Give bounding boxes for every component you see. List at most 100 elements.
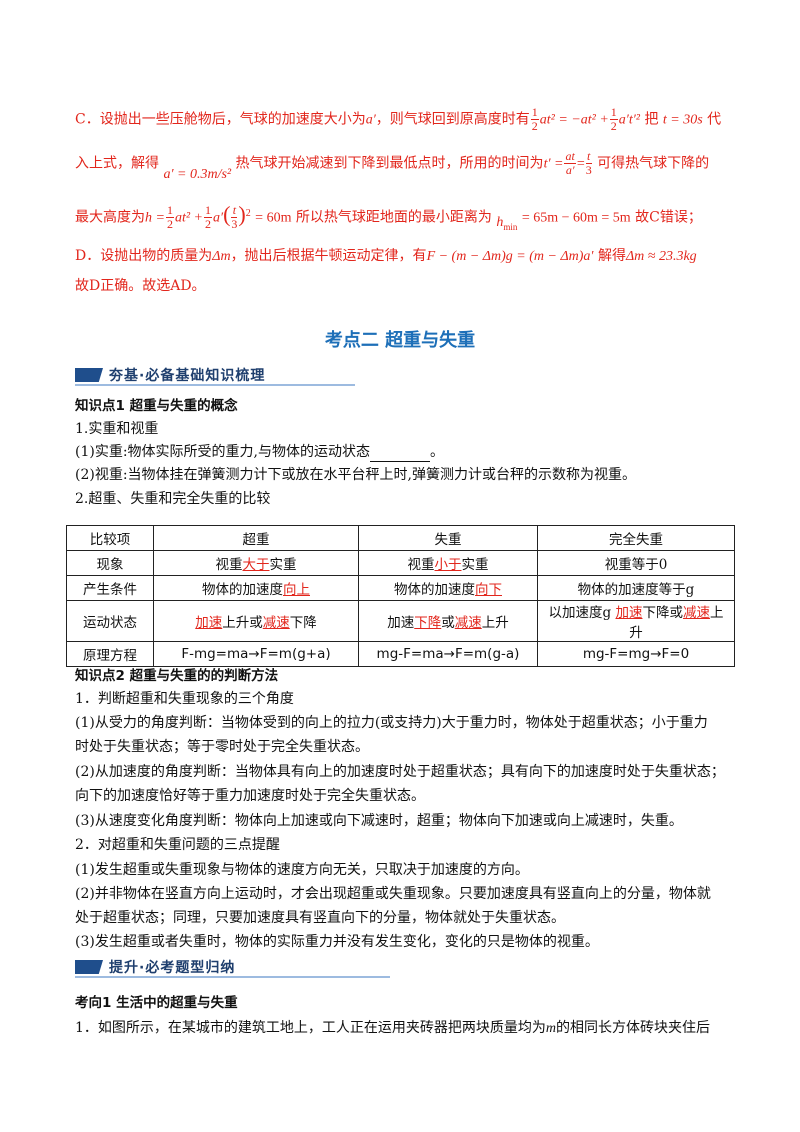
banner-label: 提升·必考题型归纳: [109, 960, 236, 976]
table-cell: 物体的加速度向下: [358, 575, 538, 601]
math-expr: = 60m: [255, 210, 292, 226]
math-var: Δm: [212, 249, 231, 264]
table-header: 比较项: [66, 525, 154, 551]
row-label: 原理方程: [66, 641, 154, 667]
text: 热气球开始减速到下降到最低点时，所用的时间为: [231, 155, 544, 172]
math-expr: a′t′²: [618, 112, 641, 128]
table-header-row: 比较项 超重 失重 完全失重: [66, 525, 735, 551]
knowledge-point-1-title: 知识点1 超重与失重的概念: [75, 398, 238, 414]
math-expr: F − (m − Δm)g = (m − Δm)a′: [426, 249, 594, 264]
kp2-line: 2．对超重和失重问题的三点提醒: [75, 837, 280, 853]
math-var: a′: [213, 210, 224, 226]
kp2-line: 处于超重状态；同理，只要加速度具有竖直向下的分量，物体就处于失重状态。: [75, 910, 565, 926]
banner-bar-icon: [75, 368, 103, 382]
section-banner-practice: 提升·必考题型归纳: [75, 956, 390, 978]
text: 可得热气球下降的: [592, 155, 710, 172]
text: 代: [702, 111, 722, 128]
table-cell: 视重大于实重: [153, 550, 359, 576]
kp2-line: (2)从加速度的角度判断：当物体具有向上的加速度时处于超重状态；具有向下的加速度…: [75, 764, 725, 780]
table-cell: 加速下降或减速上升: [358, 600, 538, 642]
kp2-line: (2)并非物体在竖直方向上运动时，才会出现超重或失重现象。只要加速度具有竖直向上…: [75, 886, 711, 902]
row-label: 现象: [66, 550, 154, 576]
table-cell: mg-F=ma→F=m(g-a): [358, 641, 538, 667]
table-cell: 物体的加速度等于g: [537, 575, 735, 601]
table-cell: 视重等于0: [537, 550, 735, 576]
row-label: 产生条件: [66, 575, 154, 601]
kp1-line: 1.实重和视重: [75, 421, 159, 437]
text: 把: [640, 111, 659, 128]
math-expr: a′ = 0.3m/s²: [163, 166, 232, 182]
kp2-line: (1)从受力的角度判断：当物体受到的向上的拉力(或支持力)大于重力时，物体处于超…: [75, 715, 708, 731]
kp2-line: (3)从速度变化角度判断：物体向上加速或向下减速时，超重；物体向下加速或向上减速…: [75, 813, 683, 829]
table-header: 失重: [358, 525, 538, 551]
math-var: a′: [365, 112, 376, 128]
math-expr: h =: [145, 210, 165, 226]
kp2-line: 1．判断超重和失重现象的三个角度: [75, 691, 294, 707]
comparison-table: 比较项 超重 失重 完全失重 现象 视重大于实重 视重小于实重 视重等于0 产生…: [66, 525, 735, 667]
kp1-line: 2.超重、失重和完全失重的比较: [75, 491, 271, 507]
subscript: min: [503, 221, 518, 232]
solution-d-line1: D．设抛出物的质量为Δm，抛出后根据牛顿运动定律，有F − (m − Δm)g …: [75, 246, 730, 267]
table-cell: 以加速度g 加速下降或减速上升: [537, 600, 735, 642]
section-banner-basics: 夯基·必备基础知识梳理: [75, 364, 355, 386]
text: ，则气球回到原高度时有: [375, 111, 530, 128]
table-cell: 视重小于实重: [358, 550, 538, 576]
math-expr: at² = −at² +: [539, 112, 609, 128]
question-1-text: 1．如图所示，在某城市的建筑工地上，工人正在运用夹砖器把两块质量均为m的相同长方…: [75, 1018, 730, 1039]
text: 最大高度为: [75, 209, 145, 226]
text: 所以热气球距地面的最小距离为: [291, 209, 492, 226]
row-label: 运动状态: [66, 600, 154, 642]
kp2-line: 向下的加速度恰好等于重力加速度时处于完全失重状态。: [75, 788, 425, 804]
text: ，抛出后根据牛顿运动定律，有: [230, 248, 427, 264]
math-expr: = 65m − 60m = 5m: [521, 210, 631, 226]
math-expr: t′ =: [543, 156, 564, 172]
table-row: 产生条件 物体的加速度向上 物体的加速度向下 物体的加速度等于g: [66, 575, 735, 601]
kp2-line: (1)发生超重或失重现象与物体的速度方向无关，只取决于加速度的方向。: [75, 862, 529, 878]
text: 。: [430, 444, 444, 460]
banner-rule: [75, 976, 390, 978]
table-header: 完全失重: [537, 525, 735, 551]
kp2-line: 时处于失重状态；等于零时处于完全失重状态。: [75, 739, 369, 755]
knowledge-point-2-title: 知识点2 超重与失重的的判断方法: [75, 668, 279, 684]
banner-label: 夯基·必备基础知识梳理: [109, 368, 266, 384]
fill-in-blank[interactable]: [370, 447, 430, 462]
table-row: 运动状态 加速上升或减速下降 加速下降或减速上升 以加速度g 加速下降或减速上升: [66, 600, 735, 642]
text: D．设抛出物的质量为: [75, 248, 213, 264]
table-cell: F-mg=ma→F=m(g+a): [153, 641, 359, 667]
solution-c-line2: 入上式，解得 a′ = 0.3m/s² 热气球开始减速到下降到最低点时，所用的时…: [75, 149, 710, 182]
table-header: 超重: [153, 525, 359, 551]
text: (1)实重:物体实际所受的重力,与物体的运动状态: [75, 444, 370, 460]
table-cell: 加速上升或减速下降: [153, 600, 359, 642]
direction-1-title: 考向1 生活中的超重与失重: [75, 995, 238, 1011]
math-expr: Δm ≈ 23.3kg: [625, 249, 697, 264]
banner-bar-icon: [75, 960, 103, 974]
text: 的相同长方体砖块夹住后: [556, 1020, 711, 1036]
text: C．设抛出一些压舱物后，气球的加速度大小为: [75, 111, 366, 128]
math-var: h: [496, 214, 504, 230]
text: 入上式，解得: [75, 155, 159, 172]
kp2-line: (3)发生超重或者失重时，物体的实际重力并没有发生变化，变化的只是物体的视重。: [75, 934, 599, 950]
banner-rule: [75, 384, 355, 386]
math-expr: t = 30s: [662, 112, 703, 128]
kp1-line: (1)实重:物体实际所受的重力,与物体的运动状态 。: [75, 442, 730, 462]
table-row: 原理方程 F-mg=ma→F=m(g+a) mg-F=ma→F=m(g-a) m…: [66, 641, 735, 667]
kp1-line: (2)视重:当物体挂在弹簧测力计下或放在水平台秤上时,弹簧测力计或台秤的示数称为…: [75, 467, 636, 483]
text: 故C错误；: [630, 209, 702, 226]
math-expr: at² +: [174, 210, 203, 226]
table-cell: mg-F=mg→F=0: [537, 641, 735, 667]
table-row: 现象 视重大于实重 视重小于实重 视重等于0: [66, 550, 735, 576]
solution-d-line2: 故D正确。故选AD。: [75, 278, 206, 294]
text: 解得: [593, 248, 626, 264]
math-var: m: [545, 1021, 557, 1036]
section-title: 考点二 超重与失重: [324, 330, 476, 351]
